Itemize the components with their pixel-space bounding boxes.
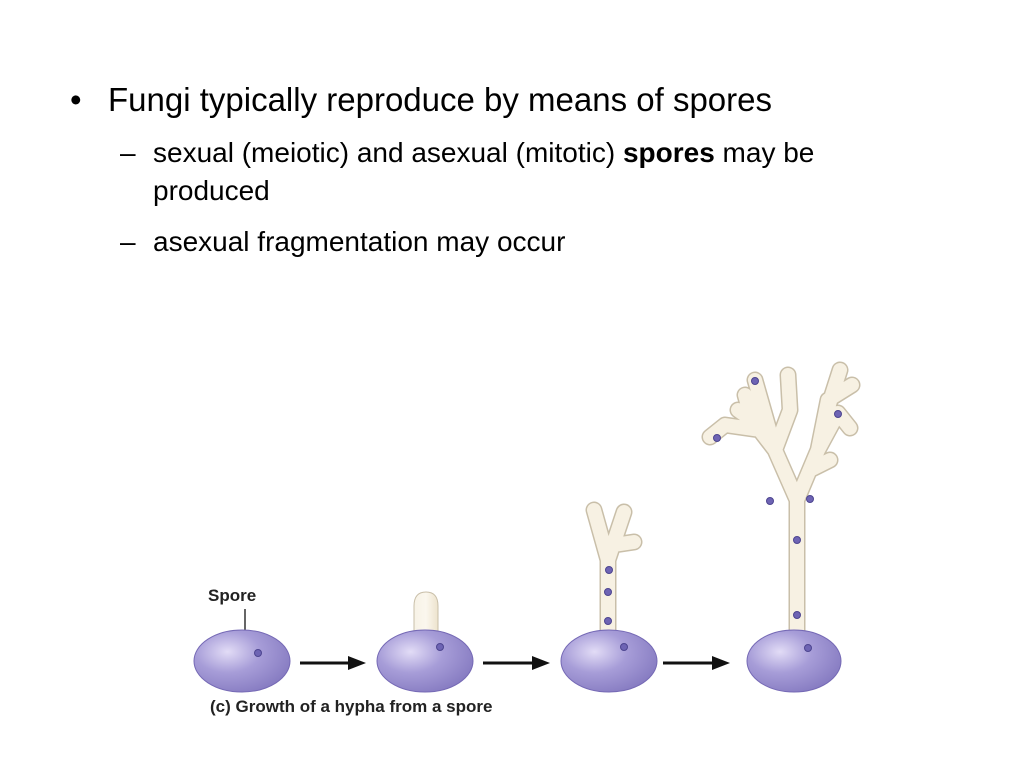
germ-tube <box>413 591 439 641</box>
arrow-icon <box>483 656 550 670</box>
dash-marker: – <box>120 137 136 168</box>
nucleus <box>620 643 628 651</box>
bullet-marker: • <box>70 81 82 118</box>
spore <box>746 629 842 693</box>
stage-3-young-hypha <box>560 501 658 693</box>
nucleus <box>751 377 759 385</box>
stage-1-spore <box>193 609 291 693</box>
sub-bullet-1-bold: spores <box>622 137 715 168</box>
sub-bullet-1-part2: may be produced <box>153 137 815 206</box>
spore <box>193 629 291 693</box>
spore <box>560 629 658 693</box>
dash-marker: – <box>120 226 136 257</box>
sub-bullet-1-text: sexual (meiotic) and asexual (mitotic) s… <box>153 134 920 210</box>
nucleus <box>713 434 721 442</box>
nucleus <box>605 566 613 574</box>
nucleus <box>766 497 774 505</box>
sub-bullet-1: – sexual (meiotic) and asexual (mitotic)… <box>120 134 920 210</box>
stage-2-germinating-spore <box>376 591 474 693</box>
main-bullet-text: Fungi typically reproduce by means of sp… <box>108 81 772 118</box>
nucleus <box>254 649 262 657</box>
sub-bullet-2-text: asexual fragmentation may occur <box>153 226 566 257</box>
sub-bullet-1-part1: sexual (meiotic) and asexual (mitotic) <box>153 137 623 168</box>
nucleus <box>806 495 814 503</box>
nucleus <box>604 617 612 625</box>
sub-bullet-2: – asexual fragmentation may occur <box>120 223 920 261</box>
stage-4-branched-hypha <box>701 361 861 693</box>
nucleus <box>834 410 842 418</box>
nucleus <box>436 643 444 651</box>
spore-label: Spore <box>208 586 257 605</box>
nucleus <box>804 644 812 652</box>
nucleus <box>793 611 801 619</box>
nucleus <box>793 536 801 544</box>
nucleus <box>604 588 612 596</box>
figure-caption: (c) Growth of a hypha from a spore <box>210 697 493 716</box>
main-bullet: • Fungi typically reproduce by means of s… <box>70 78 772 122</box>
arrow-icon <box>663 656 730 670</box>
arrow-icon <box>300 656 366 670</box>
spore <box>376 629 474 693</box>
